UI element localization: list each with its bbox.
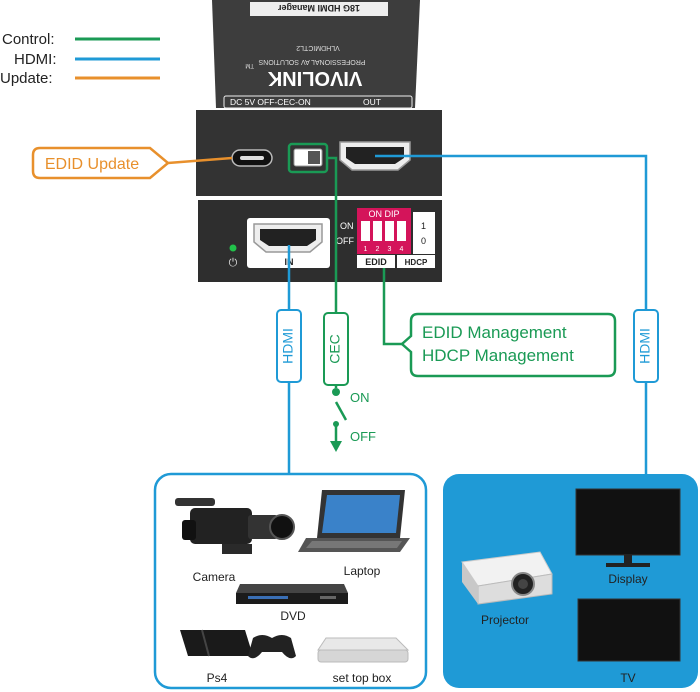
hdcp-label: HDCP bbox=[405, 258, 428, 267]
tv-label: TV bbox=[620, 671, 635, 685]
dip-value-zero: 0 bbox=[421, 236, 426, 246]
cec-tag-label: CEC bbox=[327, 334, 343, 364]
dip-toggle-2 bbox=[373, 221, 382, 241]
hdmi-in-port-socket bbox=[260, 229, 316, 246]
management-callout-line1: EDID Management bbox=[422, 323, 567, 342]
power-led-icon bbox=[229, 244, 237, 252]
top-port-label-frame bbox=[223, 95, 413, 109]
dip-off-side-label: OFF bbox=[336, 236, 354, 246]
projector-label: Projector bbox=[481, 613, 529, 627]
edid-update-callout bbox=[31, 146, 170, 180]
usb-c-port-tongue bbox=[240, 156, 264, 160]
edid-update-callout-text: EDID Update bbox=[45, 156, 139, 173]
ps4-console-icon bbox=[180, 629, 296, 659]
ps4-label: Ps4 bbox=[207, 671, 228, 685]
edid-update-line bbox=[167, 156, 233, 165]
model-tag-plate bbox=[250, 2, 388, 16]
legend-control-label: Control: bbox=[2, 31, 55, 48]
legend-update-label: Update: bbox=[0, 70, 53, 87]
tv-icon bbox=[577, 598, 681, 662]
legend: Control: HDMI: Update: bbox=[0, 31, 160, 87]
device-top-face bbox=[212, 0, 420, 108]
cec-switch-knob bbox=[308, 151, 320, 164]
cec-tag bbox=[323, 312, 349, 386]
dip-number-1: 1 bbox=[364, 246, 368, 253]
dip-header-label: ON DIP bbox=[368, 209, 399, 219]
hdmi-left-tag bbox=[276, 309, 302, 383]
dip-toggle-1 bbox=[361, 221, 370, 241]
power-symbol-icon: ⏻ bbox=[229, 257, 238, 269]
management-callout bbox=[400, 312, 617, 378]
brand-tagline-text: PROFESSIONAL AV SOLUTIONS bbox=[258, 58, 365, 65]
dip-number-3: 3 bbox=[388, 246, 392, 253]
hdmi-right-tag-label: HDMI bbox=[637, 328, 653, 364]
display-monitor-icon bbox=[575, 488, 681, 567]
brand-logo-text: VIVOLINK bbox=[267, 67, 362, 89]
camera-label: Camera bbox=[193, 570, 236, 584]
hdmi-left-tag-label: HDMI bbox=[280, 328, 296, 364]
set-top-box-icon bbox=[317, 637, 410, 663]
model-number-text: VLHDMICTL2 bbox=[296, 44, 340, 51]
cec-on-dot bbox=[332, 388, 340, 396]
laptop-label: Laptop bbox=[344, 564, 381, 578]
hdcp-label-plate bbox=[397, 255, 435, 268]
cec-on-label: ON bbox=[350, 390, 370, 405]
dip-toggle-3 bbox=[385, 221, 394, 241]
edid-label: EDID bbox=[365, 257, 387, 267]
device-lower-face: ⏻ IN ON OFF ON DIP 1 2 3 4 1 0 EDID HDCP bbox=[198, 200, 442, 282]
dvd-label: DVD bbox=[280, 609, 306, 623]
cec-off-label: OFF bbox=[350, 429, 376, 444]
legend-hdmi-label: HDMI: bbox=[14, 51, 57, 68]
dip-value-one: 1 bbox=[421, 221, 426, 231]
top-port-label: DC 5V OFF-CEC-ON bbox=[230, 97, 311, 107]
set-top-box-label: set top box bbox=[333, 671, 392, 685]
projector-icon bbox=[461, 551, 553, 605]
cec-off-dot bbox=[333, 421, 339, 427]
device-front-face bbox=[196, 110, 442, 196]
brand-tm-text: TM bbox=[245, 62, 254, 68]
dvd-player-icon bbox=[236, 584, 348, 604]
management-callout-line2: HDCP Management bbox=[422, 346, 574, 365]
dip-number-4: 4 bbox=[400, 246, 404, 253]
dip-value-plate bbox=[413, 212, 435, 254]
cec-switch-lever bbox=[334, 401, 348, 421]
dip-on-side-label: ON bbox=[340, 221, 354, 231]
dip-switch-toggles bbox=[361, 221, 406, 241]
top-out-label: OUT bbox=[363, 97, 381, 107]
laptop-icon bbox=[298, 490, 410, 552]
model-tag-text: 18G HDMI Manager bbox=[277, 3, 360, 13]
dip-management-line bbox=[382, 268, 408, 346]
cec-arrow-icon bbox=[330, 441, 342, 452]
display-label: Display bbox=[608, 572, 647, 586]
dip-number-2: 2 bbox=[376, 246, 380, 253]
edid-label-plate bbox=[357, 255, 395, 268]
dip-toggle-4 bbox=[397, 221, 406, 241]
device-top-view: 18G HDMI Manager VLHDMICTL2 PROFESSIONAL… bbox=[212, 0, 420, 109]
cec-control-line bbox=[326, 156, 338, 388]
camera-icon bbox=[175, 498, 295, 554]
hdmi-right-tag bbox=[633, 309, 659, 383]
